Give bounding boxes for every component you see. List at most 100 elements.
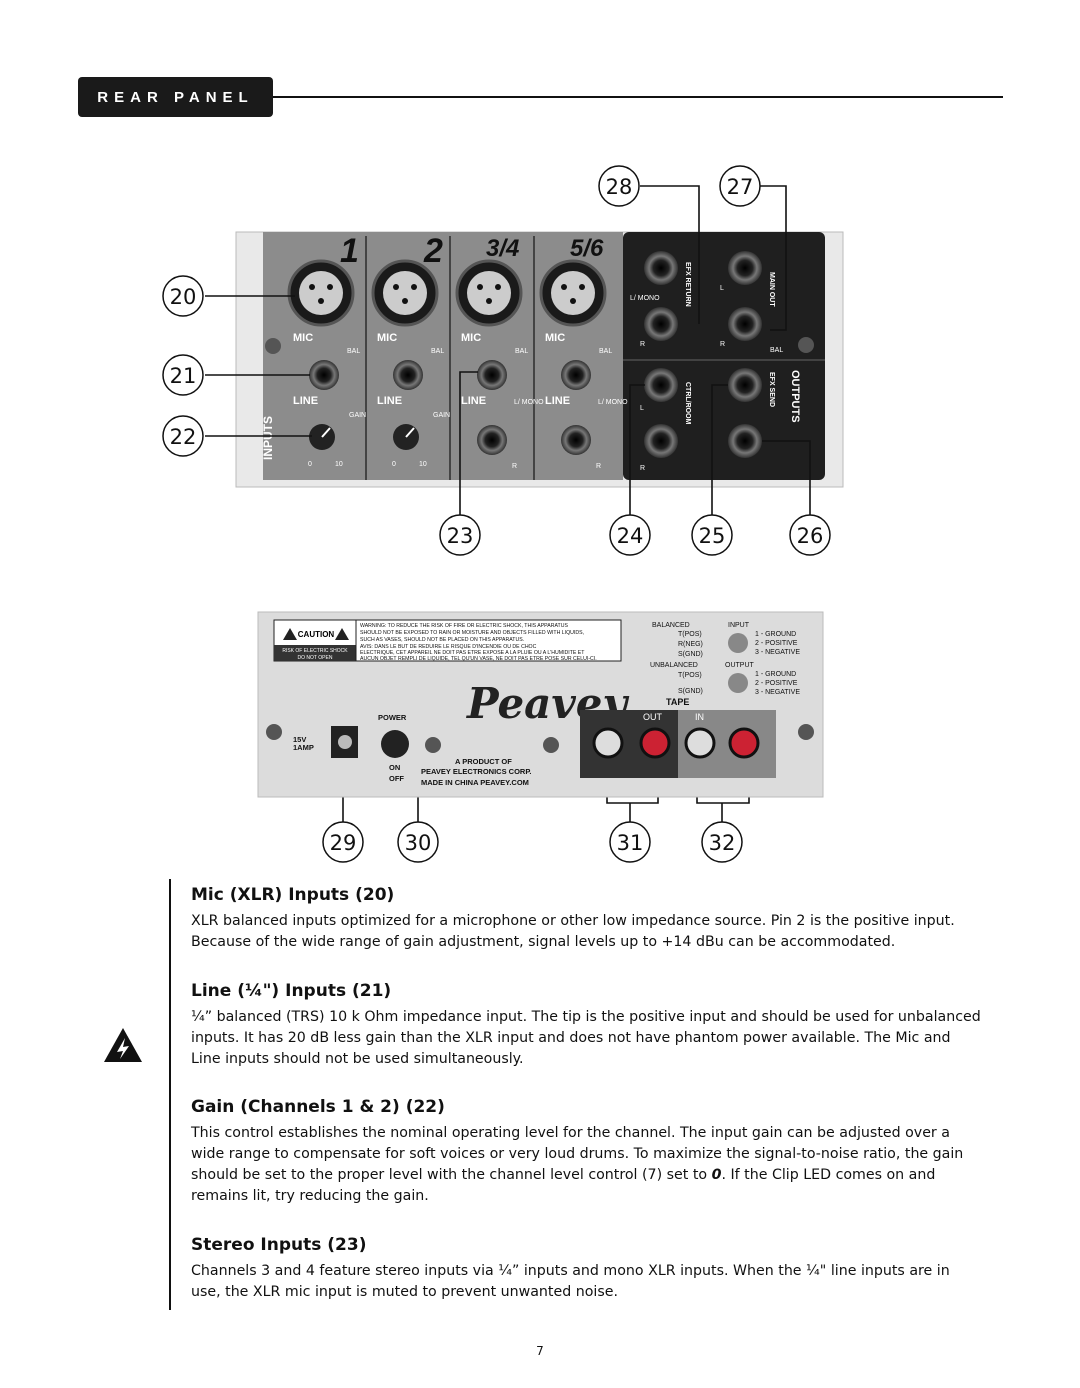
warning-line-2: SHOULD NOT BE EXPOSED TO RAIN OR MOISTUR… [360, 630, 584, 636]
l-label-ctrl: L [640, 405, 644, 412]
s-gnd-label-2: S(GND) [678, 688, 703, 695]
outputs-label: OUTPUTS [789, 370, 801, 423]
gain-label-1: GAIN [349, 412, 366, 419]
knob-max-1: 10 [335, 461, 343, 468]
tape-out-label: OUT [643, 712, 663, 722]
pin-3-label-out: 3 - NEGATIVE [755, 689, 800, 696]
callout-20-circle [162, 275, 204, 317]
section-title: Mic (XLR) Inputs (20) [191, 885, 395, 905]
channel-1-label: 1 [340, 232, 359, 270]
line-jack-3l [477, 360, 507, 390]
line-label-2: LINE [377, 395, 402, 407]
ctrl-room-l-jack [644, 368, 678, 402]
product-line-1: A PRODUCT OF [455, 757, 512, 766]
callout-26-circle [789, 514, 831, 556]
tape-out-r-jack [592, 727, 624, 759]
rear-panel-figure: 1 2 3/4 5/6 MIC MIC MIC MIC LINE LI [162, 165, 844, 863]
warning-line-4: AVIS: DANS LE BUT DE REDUIRE LE RISQUE D… [360, 644, 537, 650]
xlr-jack-1 [287, 259, 355, 327]
callout-30: 30 [405, 831, 432, 855]
section-line-inputs: Line (¼") Inputs (21) ¼” balanced (TRS) … [191, 981, 981, 1070]
section-title: Gain (Channels 1 & 2) (22) [191, 1097, 445, 1117]
callout-27-circle [719, 165, 761, 207]
callout-31: 31 [617, 831, 644, 855]
l-mono-label-3: L/ MONO [514, 399, 544, 406]
callout-28-circle [598, 165, 640, 207]
caution-label: CAUTION [298, 630, 335, 639]
pin-1-label-out: 1 - GROUND [755, 671, 796, 678]
input-label: INPUT [728, 622, 750, 629]
bal-label-2: BAL [431, 348, 444, 355]
xlr-output-icon [728, 673, 748, 693]
balanced-label: BALANCED [652, 622, 690, 629]
on-label: ON [389, 763, 400, 772]
voltage-label: 15V [293, 735, 306, 744]
ctrl-room-r-jack [644, 424, 678, 458]
tape-in-r-jack [684, 727, 716, 759]
pin-1-label-in: 1 - GROUND [755, 631, 796, 638]
section-header: REAR PANEL [78, 77, 273, 117]
xlr-jack-2 [371, 259, 439, 327]
s-gnd-label-1: S(GND) [678, 651, 703, 658]
gain-knob-1 [309, 424, 335, 450]
callout-24-circle [609, 514, 651, 556]
headphone-jack [728, 424, 762, 458]
knob-min-1: 0 [308, 461, 312, 468]
callout-32-circle [701, 821, 743, 863]
off-label: OFF [389, 774, 404, 783]
main-out-l-jack [728, 251, 762, 285]
callout-22-circle [162, 415, 204, 457]
inputs-label: INPUTS [261, 416, 275, 460]
tape-in-label: IN [695, 712, 704, 722]
bal-label-3: BAL [515, 348, 528, 355]
line-label-1: LINE [293, 395, 318, 407]
warning-line-6: AUCUN OBJET REMPLI DE LIQUIDE, TEL QU'UN… [360, 656, 597, 662]
knob-min-2: 0 [392, 461, 396, 468]
efx-return-l-jack [644, 251, 678, 285]
top-panel: 1 2 3/4 5/6 MIC MIC MIC MIC LINE LI [235, 231, 844, 488]
tape-label: TAPE [666, 697, 689, 707]
channel-2-label: 2 [423, 232, 443, 270]
t-pos-label-2: T(POS) [678, 672, 702, 679]
mic-label-2: MIC [377, 332, 397, 344]
line-label-4: LINE [545, 395, 570, 407]
pin-2-label-out: 2 - POSITIVE [755, 680, 798, 687]
pin-3-label-in: 3 - NEGATIVE [755, 649, 800, 656]
section-stereo-inputs: Stereo Inputs (23) Channels 3 and 4 feat… [191, 1235, 981, 1303]
channel-56-label: 5/6 [570, 235, 604, 262]
efx-return-label: EFX RETURN [684, 262, 691, 307]
callout-27: 27 [727, 175, 754, 199]
efx-send-label: EFX SEND [768, 372, 775, 407]
power-switch [381, 730, 409, 758]
xlr-input-icon [728, 633, 748, 653]
warning-line-1: WARNING: TO REDUCE THE RISK OF FIRE OR E… [360, 623, 568, 629]
r-label-efx: R [640, 341, 645, 348]
power-label: POWER [378, 713, 407, 722]
line-jack-4r [561, 425, 591, 455]
section-body: ¼” balanced (TRS) 10 k Ohm impedance inp… [191, 1009, 981, 1067]
line-jack-3r [477, 425, 507, 455]
section-title: Line (¼") Inputs (21) [191, 981, 392, 1001]
gain-label-2: GAIN [433, 412, 450, 419]
line-jack-4l [561, 360, 591, 390]
mic-label-4: MIC [545, 332, 565, 344]
margin-rule [169, 879, 171, 1310]
callout-32: 32 [709, 831, 736, 855]
l-label-main: L [720, 285, 724, 292]
callout-22: 22 [170, 425, 197, 449]
gain-knob-2 [393, 424, 419, 450]
lightning-warning-icon [104, 1028, 142, 1062]
r-neg-label: R(NEG) [678, 641, 703, 648]
callout-29: 29 [330, 831, 357, 855]
section-gain: Gain (Channels 1 & 2) (22) This control … [191, 1097, 981, 1207]
callout-21-circle [162, 354, 204, 396]
risk-label: RISK OF ELECTRIC SHOCK [282, 648, 348, 654]
bal-label-1: BAL [347, 348, 360, 355]
output-label: OUTPUT [725, 662, 755, 669]
pin-2-label-in: 2 - POSITIVE [755, 640, 798, 647]
section-body: This control establishes the nominal ope… [191, 1125, 964, 1204]
warning-line-3: SUCH AS VASES, SHOULD NOT BE PLACED ON T… [360, 637, 524, 643]
product-line-2: PEAVEY ELECTRONICS CORP. [421, 767, 531, 776]
callout-24: 24 [617, 524, 644, 548]
callout-23: 23 [447, 524, 474, 548]
